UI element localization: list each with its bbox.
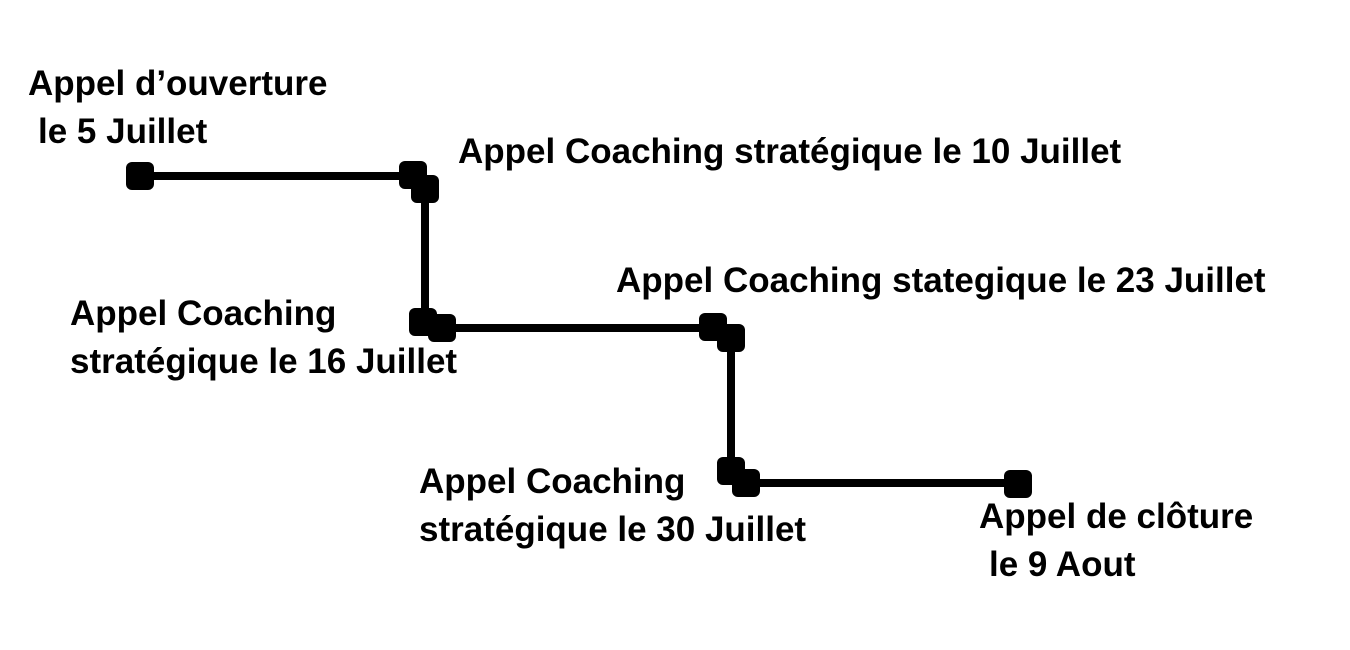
event-label-appel-coaching-16-juillet: stratégique le 16 Juillet (70, 342, 458, 381)
event-label-appel-ouverture-5-juillet: le 5 Juillet (38, 112, 208, 151)
milestone-marker (1004, 470, 1032, 498)
connector-line-horizontal (746, 479, 1018, 487)
connector-line-vertical (421, 189, 429, 322)
event-label-appel-cloture-9-aout: Appel de clôture (979, 497, 1254, 536)
event-label-appel-cloture-9-aout: le 9 Aout (989, 545, 1136, 584)
milestone-marker (732, 469, 760, 497)
connector-line-horizontal (140, 172, 415, 180)
event-label-appel-coaching-30-juillet: stratégique le 30 Juillet (419, 510, 807, 549)
event-label-appel-coaching-23-juillet: Appel Coaching stategique le 23 Juillet (616, 261, 1266, 300)
event-label-appel-coaching-10-juillet: Appel Coaching stratégique le 10 Juillet (458, 132, 1122, 171)
connector-line-horizontal (442, 324, 713, 332)
event-label-appel-coaching-16-juillet: Appel Coaching (70, 294, 337, 333)
milestone-marker (717, 324, 745, 352)
event-label-appel-ouverture-5-juillet: Appel d’ouverture (28, 64, 328, 103)
connector-line-vertical (727, 338, 735, 471)
milestone-marker (411, 175, 439, 203)
milestone-marker (428, 314, 456, 342)
milestone-marker (126, 162, 154, 190)
event-label-appel-coaching-30-juillet: Appel Coaching (419, 462, 686, 501)
